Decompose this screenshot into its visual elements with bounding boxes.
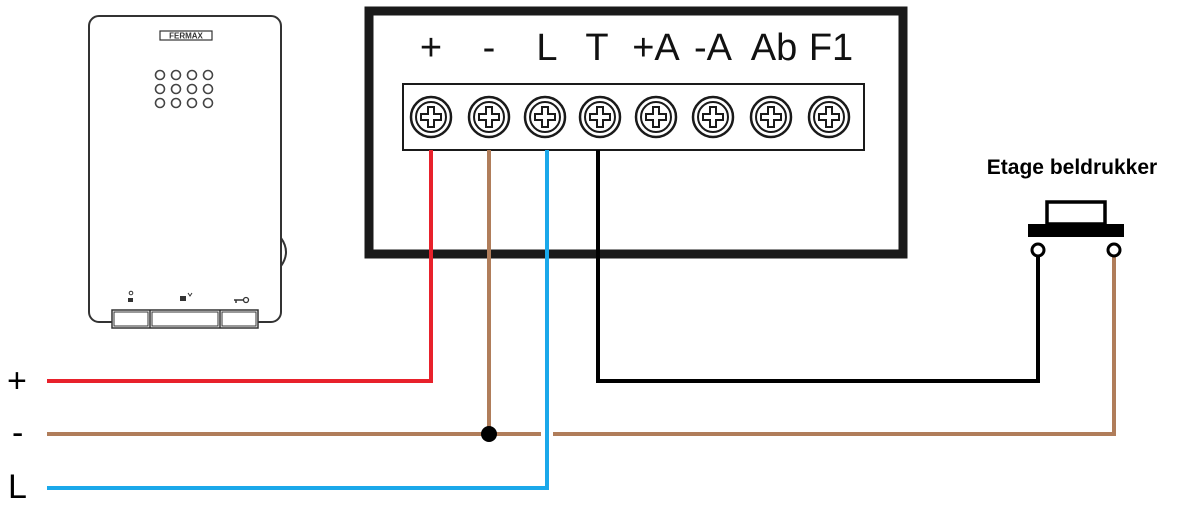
- terminal-screw-icon: [523, 95, 567, 139]
- terminal-label: T: [585, 27, 608, 69]
- speaker-hole: [154, 69, 166, 81]
- bus-labels: + - L: [7, 362, 27, 506]
- wire-t: [596, 150, 1040, 383]
- door-release-button: [221, 311, 257, 327]
- speaker-hole: [202, 83, 214, 95]
- speaker-hole: [202, 97, 214, 109]
- wire-minus-doorbell: [553, 255, 1116, 436]
- terminal-screws: [409, 95, 851, 139]
- terminal-label: -: [483, 27, 496, 69]
- brand-plate: [159, 30, 213, 41]
- key-icon: [234, 296, 250, 304]
- junction-dot: [481, 426, 497, 442]
- talk-button: [151, 311, 219, 327]
- terminal-label: +A: [632, 27, 680, 69]
- button-bar: [111, 290, 259, 329]
- handset-side-knob: [280, 237, 287, 267]
- doorbell-base: [1028, 224, 1124, 237]
- terminal-label: -A: [694, 27, 733, 69]
- talk-icon: [180, 292, 193, 301]
- terminal-screw-icon: [749, 95, 793, 139]
- speaker-hole: [186, 83, 198, 95]
- speaker-hole: [154, 83, 166, 95]
- terminal-label: +: [420, 27, 442, 69]
- doorbell-label: Etage beldrukker: [987, 156, 1157, 179]
- terminal-screw-icon: [807, 95, 851, 139]
- terminal-screw-icon: [691, 95, 735, 139]
- speaker-hole: [186, 69, 198, 81]
- terminal-screw-icon: [409, 95, 453, 139]
- speaker-hole: [170, 83, 182, 95]
- doorbell-terminal-left: [1030, 242, 1046, 258]
- speaker-hole: [154, 97, 166, 109]
- doorbell-button-cap: [1045, 200, 1107, 226]
- speaker-grille: [154, 69, 214, 109]
- handset-body: [88, 15, 282, 323]
- mute-icon: [128, 290, 134, 302]
- wire-plus: [47, 150, 433, 383]
- bus-label-plus: +: [7, 362, 27, 400]
- speaker-hole: [202, 69, 214, 81]
- terminal-screw-icon: [634, 95, 678, 139]
- bus-label-minus: -: [12, 414, 23, 452]
- terminal-label: L: [536, 27, 557, 69]
- wire-l: [47, 150, 549, 490]
- terminal-label: F1: [809, 27, 853, 69]
- speaker-hole: [186, 97, 198, 109]
- bus-label-l: L: [8, 468, 27, 501]
- terminal-screw-icon: [467, 95, 511, 139]
- mute-button: [113, 311, 149, 327]
- terminal-screw-icon: [578, 95, 622, 139]
- doorbell-terminal-right: [1106, 242, 1122, 258]
- intercom-handset: FERMAX: [88, 15, 287, 329]
- brand-logo: FERMAX: [169, 32, 203, 41]
- wires: [47, 150, 1116, 490]
- terminal-label: Ab: [751, 27, 797, 69]
- floor-doorbell: Etage beldrukker: [987, 156, 1157, 258]
- speaker-hole: [170, 97, 182, 109]
- speaker-hole: [170, 69, 182, 81]
